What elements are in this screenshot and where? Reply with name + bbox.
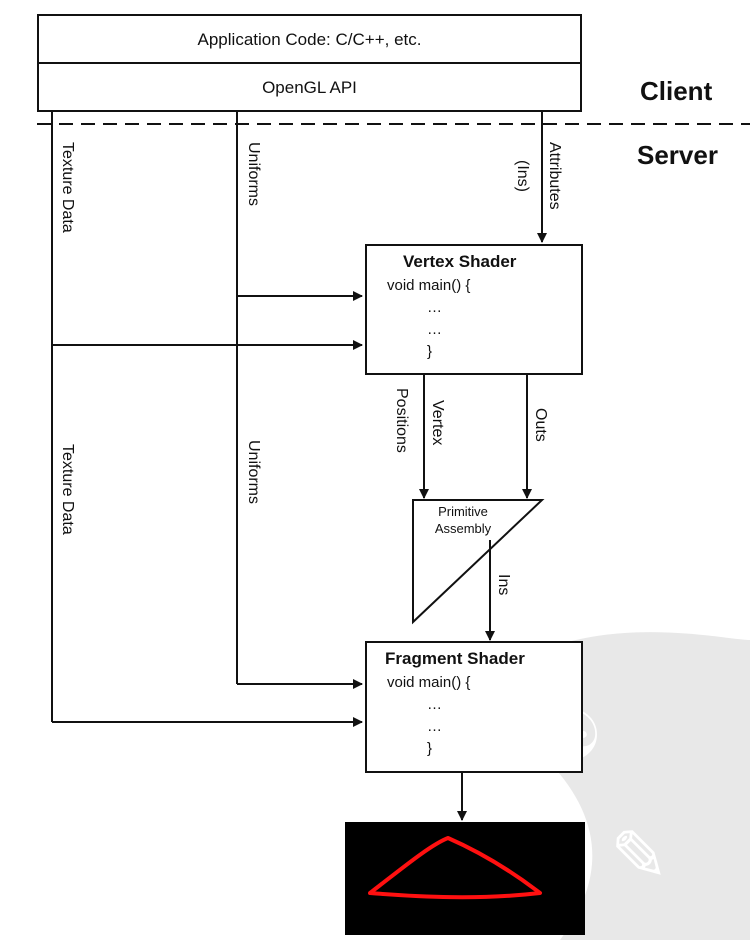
ins-label-top: (Ins) bbox=[514, 160, 531, 192]
vertex-shader-line-2: … bbox=[427, 299, 442, 316]
fragment-shader-line-4: } bbox=[427, 740, 433, 757]
fragment-shader-line-1: void main() { bbox=[387, 674, 471, 691]
fragment-shader-title: Fragment Shader bbox=[385, 649, 525, 668]
uniforms-label-bottom: Uniforms bbox=[245, 440, 262, 505]
vertex-shader-line-3: … bbox=[427, 321, 442, 338]
primitive-assembly-line-1: Primitive bbox=[438, 504, 488, 519]
primitive-assembly-triangle bbox=[412, 499, 545, 625]
server-label: Server bbox=[637, 140, 718, 170]
rendered-triangle bbox=[368, 836, 542, 900]
texture-data-label-top: Texture Data bbox=[59, 142, 76, 233]
fragment-shader-box: Fragment Shader void main() { … … } bbox=[365, 641, 583, 773]
vertex-shader-line-4: } bbox=[427, 343, 433, 360]
positions-label: Positions bbox=[393, 388, 410, 453]
opengl-api-label: OpenGL API bbox=[262, 78, 357, 97]
primitive-assembly-line-2: Assembly bbox=[434, 521, 492, 536]
client-label: Client bbox=[640, 76, 713, 106]
application-code-label: Application Code: C/C++, etc. bbox=[197, 30, 422, 49]
watermark-glyph-2: ✎ bbox=[610, 815, 669, 897]
outs-label: Outs bbox=[532, 408, 549, 442]
output-framebuffer bbox=[345, 822, 585, 935]
texture-data-label-bottom: Texture Data bbox=[59, 444, 76, 535]
fragment-shader-line-2: … bbox=[427, 696, 442, 713]
opengl-api-box: OpenGL API bbox=[37, 62, 582, 112]
attributes-label: Attributes bbox=[546, 142, 563, 210]
vertex-shader-box: Vertex Shader void main() { … … } bbox=[365, 244, 583, 375]
vertex-shader-line-1: void main() { bbox=[387, 277, 471, 294]
vertex-label: Vertex bbox=[429, 400, 446, 446]
uniforms-label-top: Uniforms bbox=[245, 142, 262, 207]
primitive-assembly-label: Primitive Assembly bbox=[418, 503, 508, 537]
fragment-shader-code: void main() { … … } bbox=[387, 672, 470, 760]
vertex-shader-code: void main() { … … } bbox=[387, 275, 470, 363]
vertex-shader-title: Vertex Shader bbox=[403, 252, 517, 271]
ins-label-bottom: Ins bbox=[495, 574, 512, 596]
fragment-shader-line-3: … bbox=[427, 718, 442, 735]
